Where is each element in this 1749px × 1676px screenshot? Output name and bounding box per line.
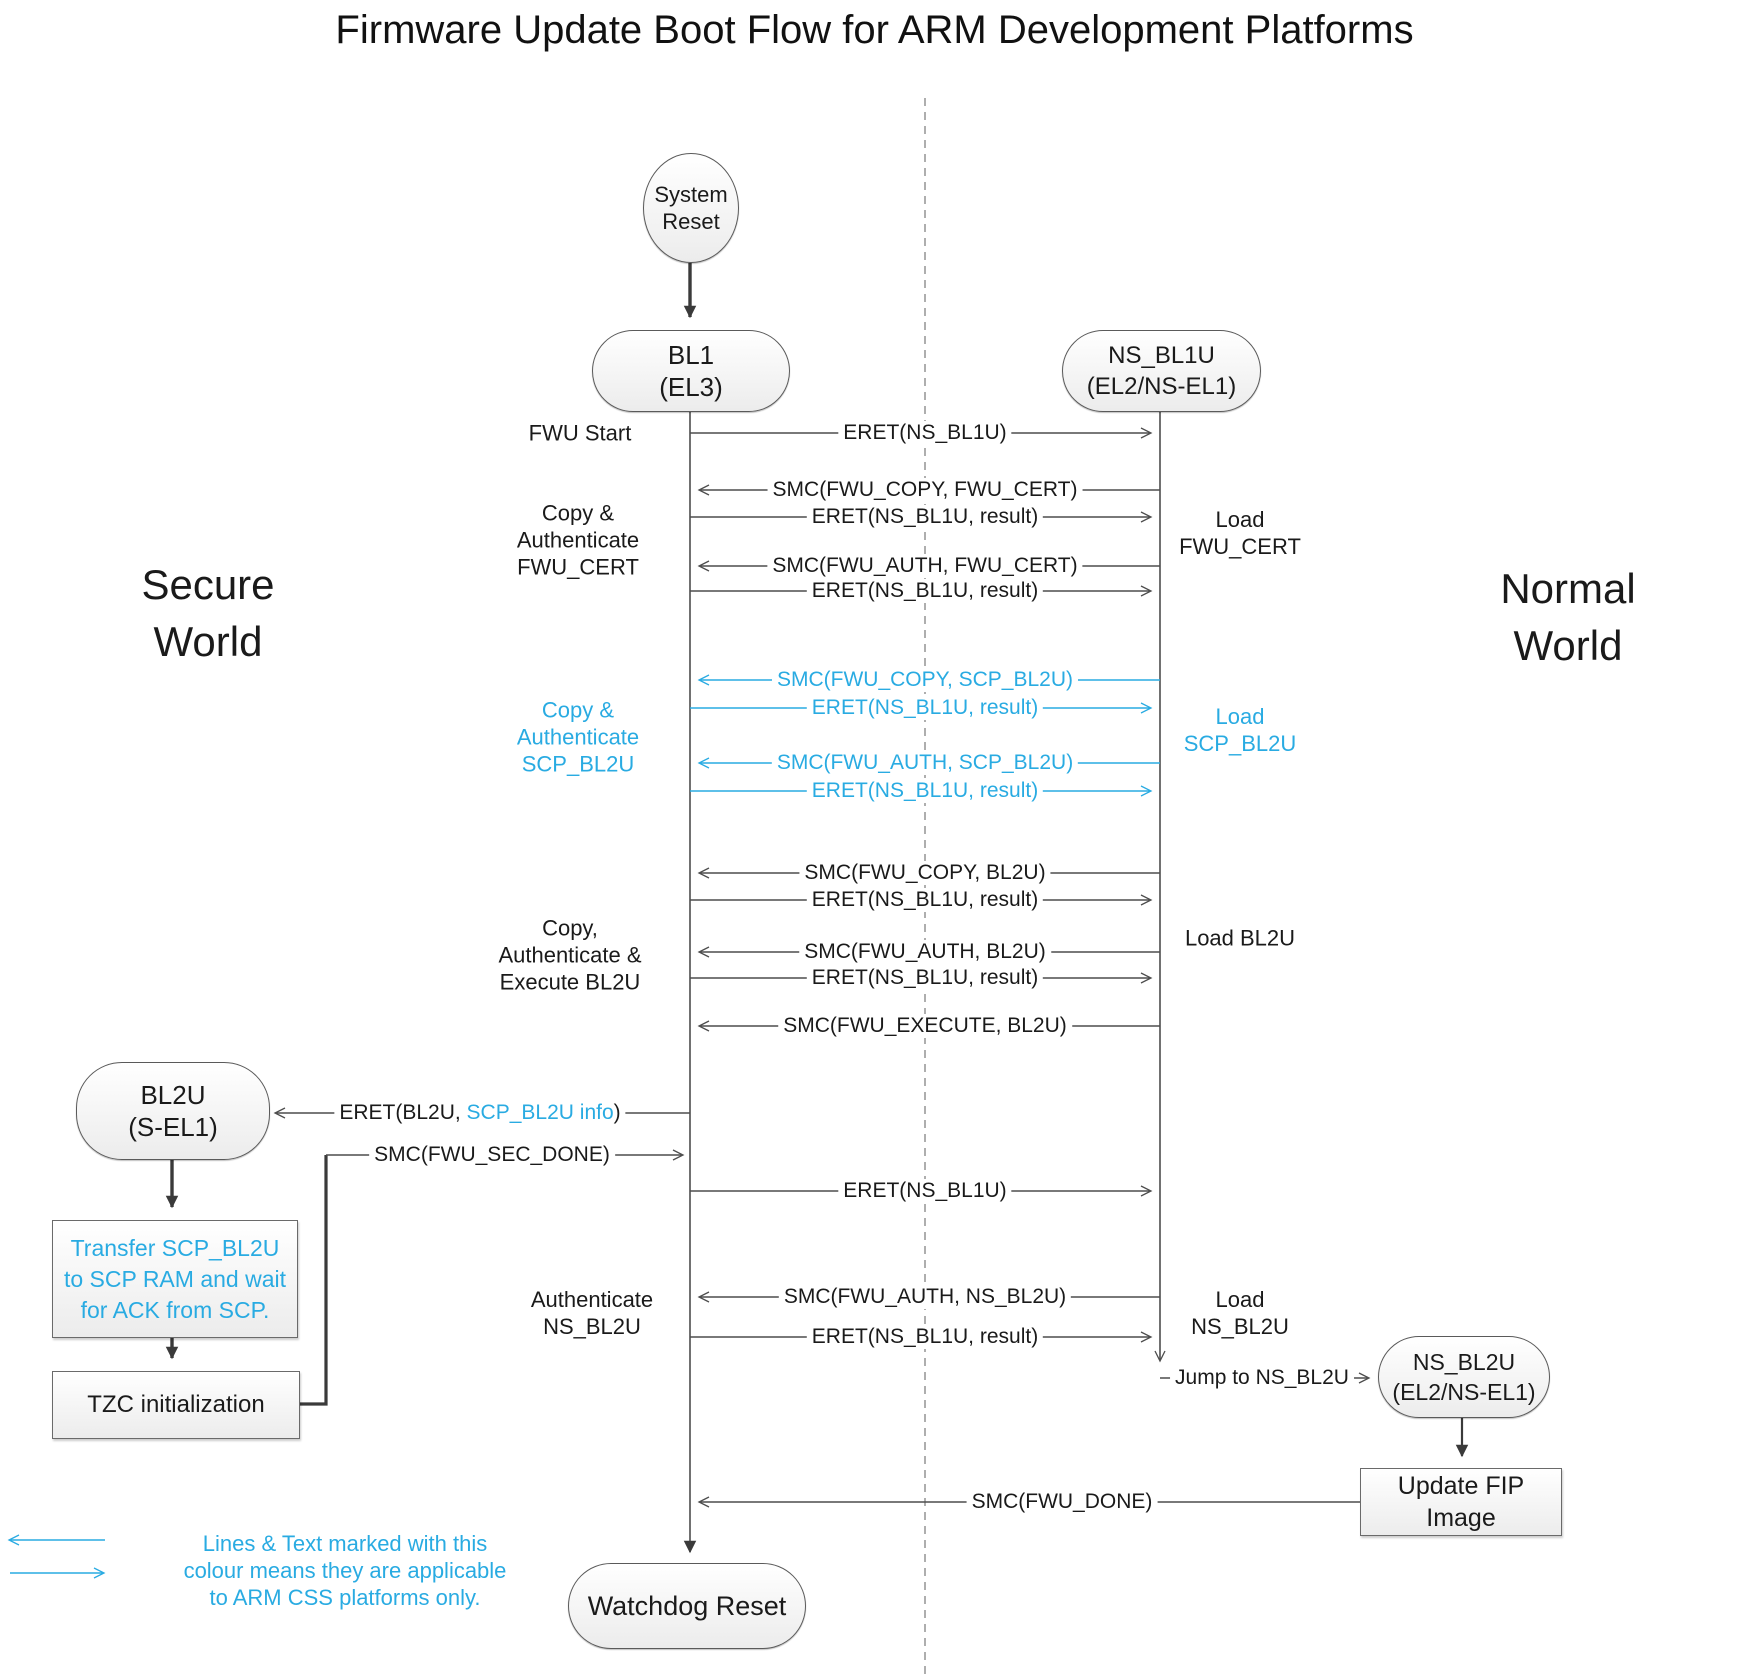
msg-eret-bl2u: ERET(BL2U, SCP_BL2U info) [334,1101,626,1125]
msg-smc-fwu-copy-bl2u: SMC(FWU_COPY, BL2U) [799,861,1051,885]
load-bl2u-label: Load BL2U [1184,925,1296,951]
load-fwu-cert-label: Load FWU_CERT [1179,507,1301,559]
msg-eret-result-7: ERET(NS_BL1U, result) [806,1325,1044,1349]
fwu-start-label: FWU Start [528,420,632,446]
page-title: Firmware Update Boot Flow for ARM Develo… [335,8,1414,52]
msg-smc-fwu-copy-fwu-cert: SMC(FWU_COPY, FWU_CERT) [767,478,1083,502]
system-reset-node: System Reset [643,153,739,263]
msg-smc-fwu-auth-scp-bl2u: SMC(FWU_AUTH, SCP_BL2U) [771,751,1079,775]
msg-eret-result-5: ERET(NS_BL1U, result) [806,888,1044,912]
authenticate-ns-bl2u-label: Authenticate NS_BL2U [530,1287,654,1339]
legend-text: Lines & Text marked with this colour mea… [183,1531,507,1610]
copy-auth-exec-bl2u-label: Copy, Authenticate & Execute BL2U [498,915,642,995]
update-fip-box: Update FIP Image [1360,1468,1562,1536]
tzc-init-box: TZC initialization [52,1371,300,1439]
copy-auth-fwu-cert-label: Copy & Authenticate FWU_CERT [516,500,640,580]
bl1-node: BL1 (EL3) [592,330,790,412]
ns-bl1u-node: NS_BL1U (EL2/NS-EL1) [1062,330,1261,412]
transfer-scp-box: Transfer SCP_BL2U to SCP RAM and wait fo… [52,1220,298,1338]
msg-smc-fwu-execute-bl2u: SMC(FWU_EXECUTE, BL2U) [778,1014,1072,1038]
load-ns-bl2u-label: Load NS_BL2U [1191,1287,1289,1339]
elbow-tzc-to-smc [298,1155,328,1406]
msg-eret-result-1: ERET(NS_BL1U, result) [806,505,1044,529]
secure-world-label: Secure World [141,561,275,665]
msg-eret-result-6: ERET(NS_BL1U, result) [806,966,1044,990]
msg-smc-fwu-copy-scp-bl2u: SMC(FWU_COPY, SCP_BL2U) [771,668,1079,692]
msg-eret-bl2u-part1: ERET(BL2U, [339,1101,467,1124]
normal-world-label: Normal World [1500,565,1636,669]
load-scp-bl2u-label: Load SCP_BL2U [1183,704,1297,756]
msg-eret-ns-bl1u: ERET(NS_BL1U) [838,421,1012,445]
msg-eret-bl2u-part3: ) [613,1101,621,1124]
ns-bl2u-node: NS_BL2U (EL2/NS-EL1) [1378,1336,1550,1418]
msg-smc-fwu-done: SMC(FWU_DONE) [966,1490,1158,1514]
msg-smc-fwu-auth-ns-bl2u: SMC(FWU_AUTH, NS_BL2U) [778,1285,1072,1309]
msg-jump-to-ns-bl2u: Jump to NS_BL2U [1170,1366,1354,1390]
msg-smc-fwu-sec-done: SMC(FWU_SEC_DONE) [369,1143,615,1167]
msg-eret-result-4: ERET(NS_BL1U, result) [806,779,1044,803]
msg-smc-fwu-auth-fwu-cert: SMC(FWU_AUTH, FWU_CERT) [767,554,1083,578]
msg-smc-fwu-auth-bl2u: SMC(FWU_AUTH, BL2U) [799,940,1051,964]
msg-eret-result-2: ERET(NS_BL1U, result) [806,579,1044,603]
msg-eret-bl2u-part2: SCP_BL2U info [466,1101,614,1124]
msg-eret-ns-bl1u-2: ERET(NS_BL1U) [838,1179,1012,1203]
bl2u-node: BL2U (S-EL1) [76,1062,270,1160]
msg-eret-result-3: ERET(NS_BL1U, result) [806,696,1044,720]
copy-auth-scp-bl2u-label: Copy & Authenticate SCP_BL2U [516,697,640,777]
watchdog-reset-node: Watchdog Reset [568,1563,806,1649]
